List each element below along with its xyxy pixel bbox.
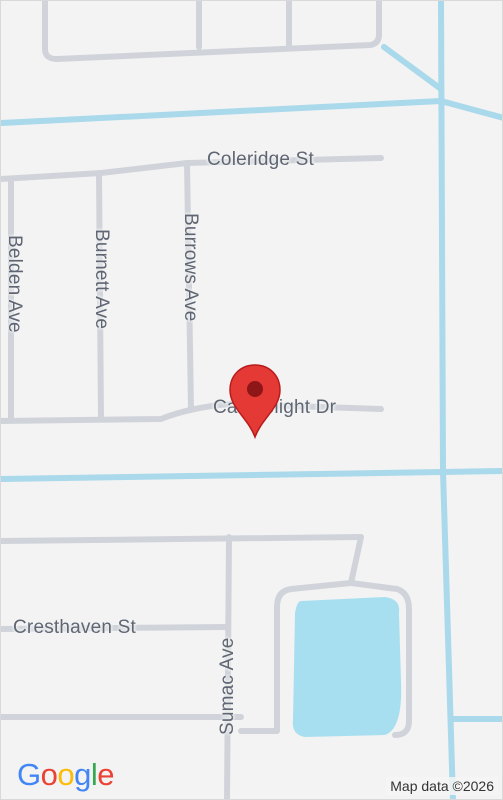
major-road-south: [1, 468, 502, 482]
major-road-north: [1, 98, 502, 126]
minor-roads: [1, 1, 412, 799]
street-label-burrows[interactable]: Burrows Ave: [180, 213, 201, 322]
major-road-east: [438, 1, 456, 799]
minor-road-burnett: [96, 170, 104, 422]
street-label-cresthaven[interactable]: Cresthaven St: [13, 617, 136, 638]
minor-road-pond-west: [238, 580, 354, 734]
minor-road-burrows: [184, 160, 194, 412]
minor-road-pond-link: [348, 534, 364, 586]
street-label-sumac[interactable]: Sumac Ave: [217, 637, 238, 735]
minor-road-pond-east: [348, 580, 412, 738]
google-logo: Google: [17, 757, 115, 792]
street-label-coleridge[interactable]: Coleridge St: [207, 149, 314, 170]
minor-road-cresthaven: [1, 624, 230, 632]
map-attribution[interactable]: Map data ©2026: [386, 777, 498, 795]
minor-road-top-loop: [42, 1, 382, 62]
pond: [292, 597, 402, 737]
minor-road-sumac: [224, 534, 232, 799]
major-road-connector: [381, 44, 444, 92]
minor-road-south-1: [1, 534, 364, 544]
minor-road-coleridge: [1, 155, 384, 182]
map-pin-icon[interactable]: [228, 363, 282, 439]
minor-road-candlelight: [1, 401, 384, 424]
street-label-burnett[interactable]: Burnett Ave: [91, 229, 112, 330]
street-label-belden[interactable]: Belden Ave: [4, 235, 25, 333]
